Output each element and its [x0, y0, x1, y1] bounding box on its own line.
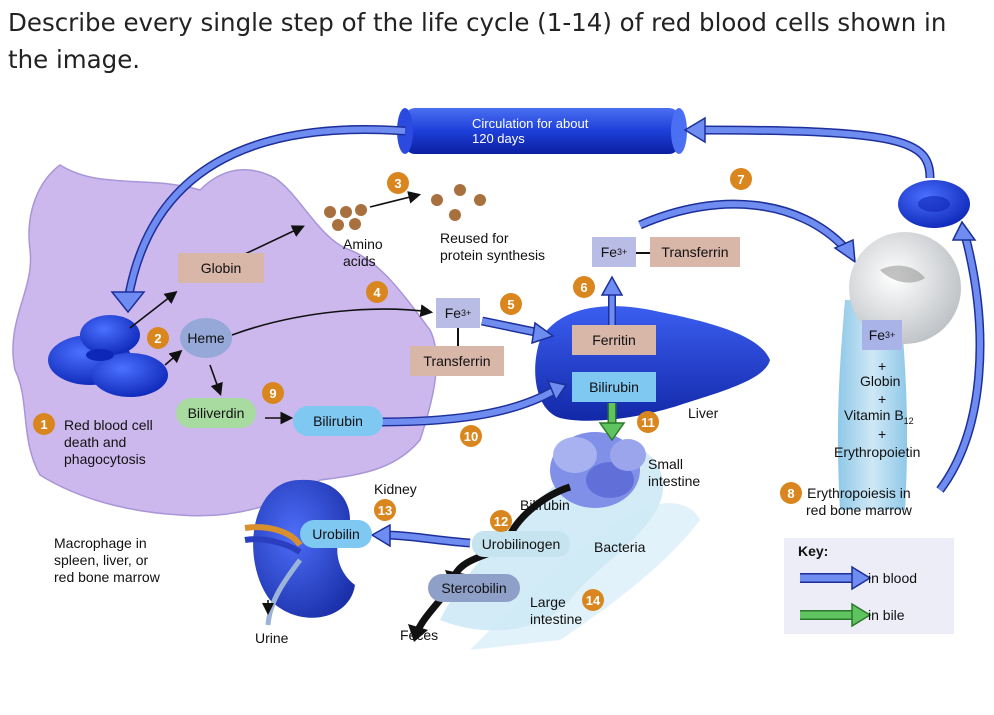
step-5: 5: [500, 293, 522, 315]
bilirubin-liver-box: Bilirubin: [572, 372, 656, 402]
erythropoietin-label: Erythropoietin: [834, 444, 921, 460]
bilirubin-macro-box: Bilirubin: [293, 406, 383, 436]
bone-head: [849, 232, 961, 344]
question-text: Describe every single step of the life c…: [8, 8, 947, 74]
fe-top-text: Fe: [600, 244, 618, 260]
plus-1: +: [878, 358, 887, 374]
macrophage-label: Macrophage in spleen, liver, or red bone…: [54, 535, 160, 585]
small-intestine-label: Small intestine: [648, 456, 701, 489]
urine-label: Urine: [255, 630, 289, 646]
fe-top-charge: 3+: [617, 247, 628, 257]
fe-mid-charge: 3+: [461, 308, 472, 318]
transferrin-mid-box: Transferrin: [410, 346, 504, 376]
step-10: 10: [460, 425, 482, 447]
kidney-label: Kidney: [374, 481, 417, 497]
amino-acid-dots: [324, 204, 367, 231]
bone-shape: [837, 300, 908, 510]
urobilinogen-box: Urobilinogen: [472, 531, 570, 557]
fe-bone-text: Fe: [868, 327, 886, 343]
plus-2: +: [878, 391, 887, 407]
reused-label: Reused for protein synthesis: [440, 230, 546, 263]
step-12: 12: [490, 510, 512, 532]
urobilin-box: Urobilin: [300, 520, 372, 548]
bacteria-label: Bacteria: [594, 539, 646, 555]
kidney-shape: [253, 479, 355, 618]
ferritin-box: Ferritin: [572, 325, 656, 355]
plus-3: +: [878, 426, 887, 442]
liver-label: Liver: [688, 405, 719, 421]
step-9: 9: [262, 382, 284, 404]
step-8: 8: [780, 482, 802, 504]
reused-dots: [431, 184, 486, 221]
rbc-cluster: [48, 315, 168, 397]
amino-acids-label: Amino acids: [343, 236, 383, 269]
step-2: 2: [147, 327, 169, 349]
step-4: 4: [366, 281, 388, 303]
step-1: 1: [33, 413, 55, 435]
step-3: 3: [387, 172, 409, 194]
small-intestine-shape: [550, 432, 646, 508]
fe-bone-charge: 3+: [885, 330, 896, 340]
circulation-tube: [405, 108, 679, 154]
key-blood-label: in blood: [868, 570, 918, 586]
transferrin-top-box: Transferrin: [650, 237, 740, 267]
heme-circle: Heme: [180, 318, 232, 358]
vitamin-text: Vitamin B: [844, 407, 904, 423]
bilirubin-intestine-label: Bilirubin: [520, 497, 570, 513]
circulation-label: Circulation for about 120 days: [472, 116, 589, 146]
globin-box: Globin: [178, 253, 264, 283]
vitamin-sub: 12: [903, 415, 914, 426]
liver-shape: [535, 306, 770, 421]
step-6: 6: [573, 276, 595, 298]
fe-mid-text: Fe: [444, 305, 462, 321]
step-11: 11: [637, 411, 659, 433]
rbc-death-label: Red blood cell death and phagocytosis: [64, 417, 153, 467]
erythropoiesis-label: Erythropoiesis in red bone marrow: [806, 485, 912, 518]
step-13: 13: [374, 499, 396, 521]
stercobilin-box: Stercobilin: [428, 574, 520, 602]
vitamin-label: Vitamin B12: [844, 407, 914, 430]
biliverdin-box: Biliverdin: [176, 398, 256, 428]
fe-transferrin-link: [636, 252, 650, 254]
step-7: 7: [730, 168, 752, 190]
globin-bone-label: Globin: [860, 373, 901, 389]
step-14: 14: [582, 589, 604, 611]
large-intestine-label: Large intestine: [530, 594, 583, 627]
feces-label: Feces: [400, 627, 439, 643]
fe-mid-link: [457, 328, 459, 346]
key-bile-label: in bile: [868, 607, 905, 623]
key-title: Key:: [798, 543, 829, 559]
